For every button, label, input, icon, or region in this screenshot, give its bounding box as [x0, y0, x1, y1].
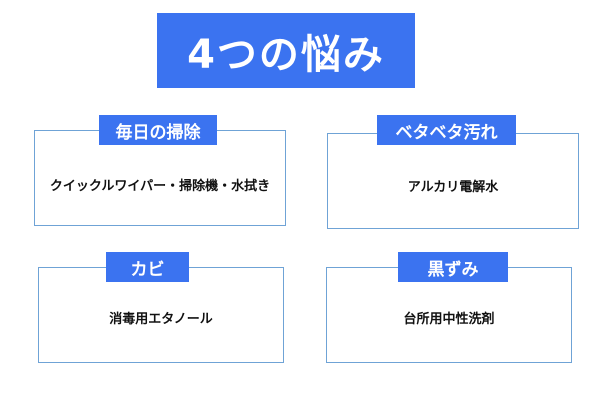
- card-darkening: 台所用中性洗剤: [326, 267, 572, 363]
- card-label-darkening: 黒ずみ: [398, 252, 508, 282]
- card-mold: 消毒用エタノール: [38, 267, 284, 363]
- card-daily-cleaning: クイックルワイパー・掃除機・水拭き: [34, 130, 286, 226]
- card-body-text: 台所用中性洗剤: [403, 312, 495, 327]
- card-sticky-grime: アルカリ電解水: [327, 133, 579, 229]
- card-label-mold: カビ: [106, 252, 189, 282]
- card-body-text: クイックルワイパー・掃除機・水拭き: [49, 179, 271, 194]
- card-body-text: 消毒用エタノール: [109, 312, 213, 327]
- card-label-sticky-grime: ベタベタ汚れ: [377, 115, 516, 145]
- card-body-text: アルカリ電解水: [407, 180, 499, 195]
- card-label-daily-cleaning: 毎日の掃除: [99, 115, 217, 145]
- page-title: 4つの悩み: [157, 13, 415, 88]
